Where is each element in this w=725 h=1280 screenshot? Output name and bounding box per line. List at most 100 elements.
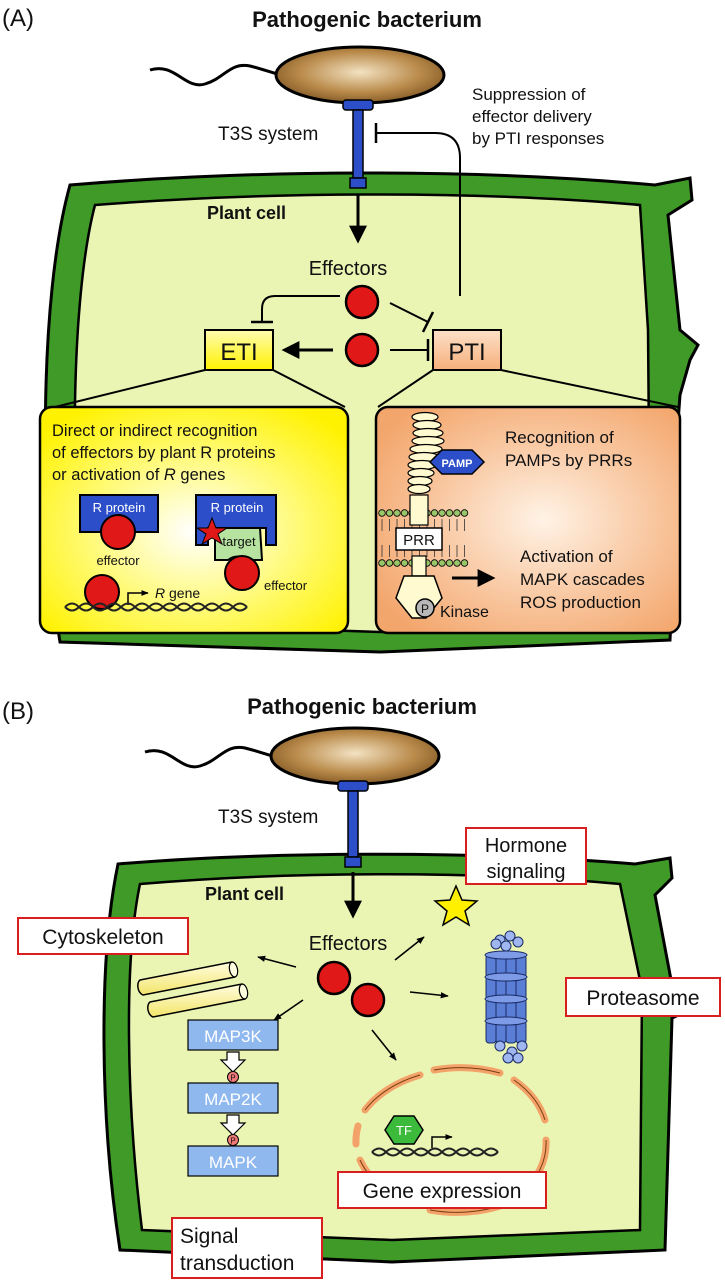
cascade-arrow-2: [219, 1114, 247, 1136]
signal-line1: Signal: [180, 1225, 238, 1248]
effector-a2: [344, 332, 380, 368]
bacterium-a: [274, 45, 446, 105]
panel-a: (A) Pathogenic bacterium Plant cell T3S …: [2, 5, 700, 654]
signal-transduction-label-box: [171, 1217, 323, 1279]
t3s-cap-b: [337, 780, 369, 792]
arrow-to-proteasome: [409, 991, 449, 999]
pti-label-box: [432, 329, 502, 371]
effector-eti-3: [84, 574, 120, 610]
flagellum-b: [144, 745, 274, 769]
prr-label: PRR: [403, 532, 435, 549]
arrow-to-cytoskeleton: [257, 955, 297, 968]
t3s-needle-b: [347, 790, 359, 858]
proteasome-icon: [484, 930, 528, 1064]
r-protein-2: [195, 494, 277, 546]
effector-inhibit-eti: [261, 295, 340, 322]
effectors-label-a: Effectors: [309, 258, 388, 280]
eti-text-line1: Direct or indirect recognition: [52, 422, 257, 440]
red-star-icon: [195, 516, 229, 546]
phospho-circle-a: [415, 598, 435, 618]
pti-act-line1: Activation of: [520, 547, 613, 566]
suppression-line3: by PTI responses: [472, 129, 604, 148]
effector-eti-2: [224, 555, 260, 591]
flagellum-a: [149, 63, 279, 87]
t3s-label-b: T3S system: [218, 807, 318, 828]
t3s-base-a: [349, 177, 367, 189]
plant-cell-label-b: Plant cell: [205, 884, 284, 904]
plant-cell-label-a: Plant cell: [207, 203, 286, 223]
map2k-label: MAP2K: [204, 1090, 262, 1109]
eti-label: ETI: [220, 339, 257, 366]
eti-callout-left: [54, 369, 206, 408]
effector-b2: [350, 982, 386, 1018]
signal-line2: transduction: [180, 1252, 294, 1275]
r-gene-arrow: [127, 590, 149, 605]
eti-text-line3: or activation of R genes: [52, 466, 225, 484]
effector-a1: [344, 284, 380, 320]
pti-act-line3: ROS production: [520, 593, 641, 612]
hormone-line1: Hormone: [485, 835, 567, 857]
bacterium-b: [269, 726, 441, 786]
effector-eti-1-label: effector: [96, 553, 140, 568]
r-protein-1-label: R protein: [93, 500, 146, 515]
t3s-label-a: T3S system: [218, 124, 318, 145]
gene-expression-label: Gene expression: [363, 1180, 522, 1203]
panel-b: (B) Pathogenic bacterium Plant cell T3S …: [2, 694, 721, 1279]
eti-detail-box: [38, 405, 350, 635]
cytoskeleton-label-box: [17, 917, 189, 955]
proteasome-label: Proteasome: [586, 987, 699, 1010]
star-icon: [433, 884, 479, 927]
effector-inhibit-pti-diag: [389, 302, 429, 323]
bacterium-title-b: Pathogenic bacterium: [247, 694, 477, 719]
pti-callout-right: [500, 369, 679, 408]
eti-label-box: [204, 329, 274, 371]
mapk-box: [187, 1145, 279, 1177]
phospho-label-a: P: [421, 602, 429, 616]
map3k-label: MAP3K: [204, 1027, 262, 1046]
panel-b-label: (B): [2, 698, 34, 725]
suppression-line2: effector delivery: [472, 107, 592, 126]
suppression-inhibit-line: [376, 132, 461, 296]
cytoskeleton-label: Cytoskeleton: [42, 926, 163, 949]
effector-eti-2-label: effector: [264, 578, 308, 593]
arrow-to-map3k: [273, 999, 304, 1021]
t3s-cap-a: [342, 99, 374, 111]
map2k-box: [187, 1082, 279, 1114]
panel-a-label: (A): [2, 5, 34, 32]
eti-text-line2: of effectors by plant R proteins: [52, 444, 275, 462]
t3s-needle-a: [352, 109, 364, 179]
bacterium-title-a: Pathogenic bacterium: [252, 7, 482, 32]
proteasome-label-box: [565, 977, 721, 1017]
phospho-b2-label: P: [230, 1137, 235, 1146]
gene-arrow-b: [431, 1134, 453, 1148]
dna-helix-icon: [64, 602, 248, 612]
gene-expression-label-box: [337, 1171, 547, 1209]
r-gene-label: R gene: [155, 585, 200, 601]
pti-rec-line2: PAMPs by PRRs: [505, 451, 632, 470]
hormone-line2: signaling: [487, 861, 566, 883]
tf-icon: [384, 1115, 424, 1145]
mapk-label: MAPK: [209, 1153, 258, 1172]
pti-act-line2: MAPK cascades: [520, 570, 645, 589]
r-protein-2-label: R protein: [211, 500, 264, 515]
pti-callout-left: [377, 369, 434, 408]
kinase-label: Kinase: [440, 604, 489, 621]
eti-callout-right: [272, 369, 346, 408]
effector-eti-1: [100, 514, 136, 550]
effector-b1: [316, 960, 352, 996]
pamp-label: PAMP: [442, 458, 473, 470]
effector-inhibit-pti-diag-bar: [421, 311, 435, 333]
pamp-icon: [428, 449, 486, 475]
dna-helix-icon: [371, 1147, 499, 1157]
target-label: target: [222, 534, 256, 549]
map3k-box: [187, 1019, 279, 1051]
cytoskeleton-filaments-icon: [137, 961, 249, 1018]
arrow-to-gene: [371, 1029, 397, 1061]
arrow-to-hormone: [394, 936, 425, 961]
effectors-label-b: Effectors: [309, 933, 388, 955]
pti-rec-line1: Recognition of: [505, 428, 614, 447]
pti-label: PTI: [448, 339, 485, 366]
prr-label-box: [395, 527, 443, 551]
suppression-line1: Suppression of: [472, 85, 586, 104]
